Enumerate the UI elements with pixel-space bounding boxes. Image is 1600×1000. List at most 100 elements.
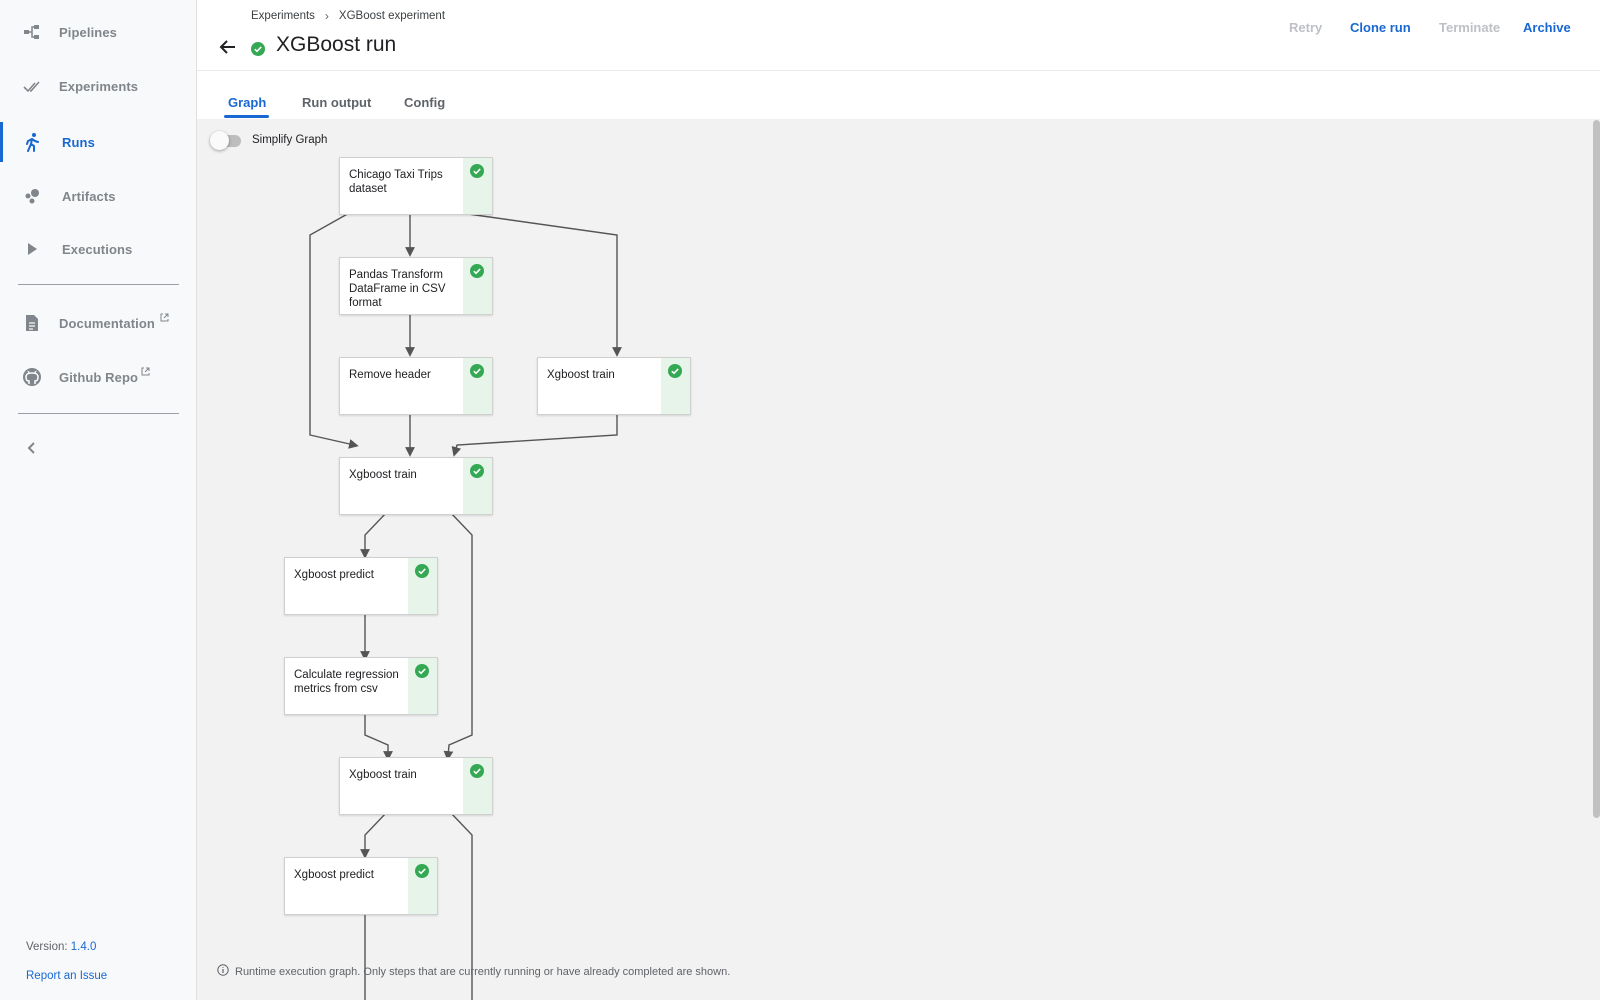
success-check-icon	[470, 264, 484, 278]
success-check-icon	[470, 764, 484, 778]
node-label: Calculate regression metrics from csv	[294, 669, 399, 695]
tab-graph[interactable]: Graph	[228, 95, 267, 110]
success-check-icon	[668, 364, 682, 378]
sidebar-item-label: Documentation	[59, 315, 155, 331]
page-header: Experiments › XGBoost experiment XGBoost…	[197, 0, 1600, 71]
version-label: Version:	[26, 941, 68, 953]
simplify-graph-toggle[interactable]	[210, 131, 241, 150]
external-link-icon	[160, 313, 169, 325]
node-status	[463, 458, 492, 514]
breadcrumb-experiments[interactable]: Experiments	[251, 10, 315, 22]
document-icon	[22, 313, 42, 333]
edge	[451, 412, 618, 457]
node-label: Chicago Taxi Trips dataset	[349, 169, 443, 195]
footer-note-text: Runtime execution graph. Only steps that…	[235, 965, 731, 978]
success-check-icon	[470, 464, 484, 478]
graph-node[interactable]: Remove header	[339, 357, 493, 415]
graph-node[interactable]: Xgboost train	[537, 357, 691, 415]
node-status	[463, 758, 492, 814]
sidebar-item-experiments[interactable]: Experiments	[0, 62, 196, 110]
external-link-icon	[141, 367, 150, 379]
success-check-icon	[415, 564, 429, 578]
graph-node[interactable]: Xgboost train	[339, 457, 493, 515]
breadcrumb-experiment[interactable]: XGBoost experiment	[338, 10, 446, 22]
vertical-scrollbar[interactable]	[1593, 120, 1600, 818]
sidebar-item-artifacts[interactable]: Artifacts	[0, 172, 196, 220]
node-label: Remove header	[349, 369, 431, 381]
artifacts-icon	[22, 186, 42, 206]
success-status-icon	[251, 42, 265, 56]
node-label: Xgboost train	[349, 469, 417, 481]
toggle-thumb	[210, 131, 229, 150]
graph-node[interactable]: Calculate regression metrics from csv	[284, 657, 438, 715]
node-status	[463, 158, 492, 214]
edge	[443, 511, 473, 761]
node-status	[408, 658, 437, 714]
node-label: Pandas Transform DataFrame in CSV format	[349, 269, 446, 309]
report-issue-link[interactable]: Report an Issue	[26, 970, 108, 982]
page-title: XGBoost run	[276, 33, 397, 56]
node-label: Xgboost train	[349, 769, 417, 781]
graph-node[interactable]: Chicago Taxi Trips dataset	[339, 157, 493, 215]
simplify-graph-label: Simplify Graph	[252, 134, 328, 146]
sidebar-item-label: Experiments	[59, 78, 139, 94]
sidebar-link-documentation[interactable]: Documentation	[0, 299, 196, 347]
experiments-icon	[22, 76, 42, 96]
edge	[453, 211, 622, 357]
pipelines-icon	[22, 22, 42, 42]
edge	[309, 211, 359, 449]
arrow-back-icon	[217, 40, 239, 62]
sidebar-item-pipelines[interactable]: Pipelines	[0, 8, 196, 56]
retry-button[interactable]: Retry	[1289, 20, 1323, 35]
sidebar-divider	[18, 284, 179, 285]
sidebar-item-label: Executions	[62, 241, 133, 257]
sidebar-item-executions[interactable]: Executions	[0, 225, 196, 273]
terminate-button[interactable]: Terminate	[1439, 20, 1501, 35]
sidebar-item-runs[interactable]: Runs	[0, 118, 196, 166]
clone-run-button[interactable]: Clone run	[1350, 20, 1411, 35]
node-label: Xgboost predict	[294, 569, 374, 581]
breadcrumb: Experiments › XGBoost experiment	[251, 9, 445, 23]
graph-edges	[309, 211, 622, 1000]
success-check-icon	[470, 164, 484, 178]
graph-node[interactable]: Xgboost predict	[284, 557, 438, 615]
node-label: Xgboost predict	[294, 869, 374, 881]
edge	[360, 511, 388, 559]
edge	[360, 811, 388, 859]
version-number[interactable]: 1.4.0	[70, 941, 97, 953]
executions-icon	[22, 239, 42, 259]
info-icon	[217, 964, 229, 979]
graph-footer-note: Runtime execution graph. Only steps that…	[217, 964, 730, 979]
node-status	[463, 258, 492, 314]
runs-icon	[22, 132, 42, 152]
sidebar-item-label: Github Repo	[59, 369, 139, 385]
version-info: Version: 1.4.0	[26, 941, 96, 953]
sidebar: Pipelines Experiments Runs Artifacts Exe…	[0, 0, 197, 1000]
node-status	[463, 358, 492, 414]
graph-node[interactable]: Pandas Transform DataFrame in CSV format	[339, 257, 493, 315]
node-label: Xgboost train	[547, 369, 615, 381]
graph-canvas[interactable]: Simplify Graph Chicago Taxi Trips datase…	[197, 119, 1600, 1000]
chevron-left-icon	[22, 442, 42, 462]
collapse-sidebar-button[interactable]	[22, 438, 42, 458]
sidebar-item-label: Pipelines	[59, 24, 117, 40]
sidebar-link-github[interactable]: Github Repo	[0, 353, 196, 401]
sidebar-divider	[18, 413, 179, 414]
tab-bar: Graph Run output Config	[197, 71, 1600, 119]
tab-run-output[interactable]: Run output	[302, 95, 372, 110]
sidebar-item-label: Artifacts	[62, 188, 116, 204]
breadcrumb-separator: ›	[324, 9, 329, 23]
node-status	[408, 558, 437, 614]
node-status	[661, 358, 690, 414]
edge	[449, 811, 473, 1000]
graph-node[interactable]: Xgboost train	[339, 757, 493, 815]
active-tab-indicator	[224, 115, 269, 118]
success-check-icon	[470, 364, 484, 378]
tab-config[interactable]: Config	[404, 95, 446, 110]
archive-button[interactable]: Archive	[1523, 20, 1571, 35]
success-check-icon	[415, 664, 429, 678]
github-icon	[22, 367, 42, 387]
graph-node[interactable]: Xgboost predict	[284, 857, 438, 915]
back-button[interactable]	[217, 36, 239, 58]
edge	[364, 713, 393, 761]
